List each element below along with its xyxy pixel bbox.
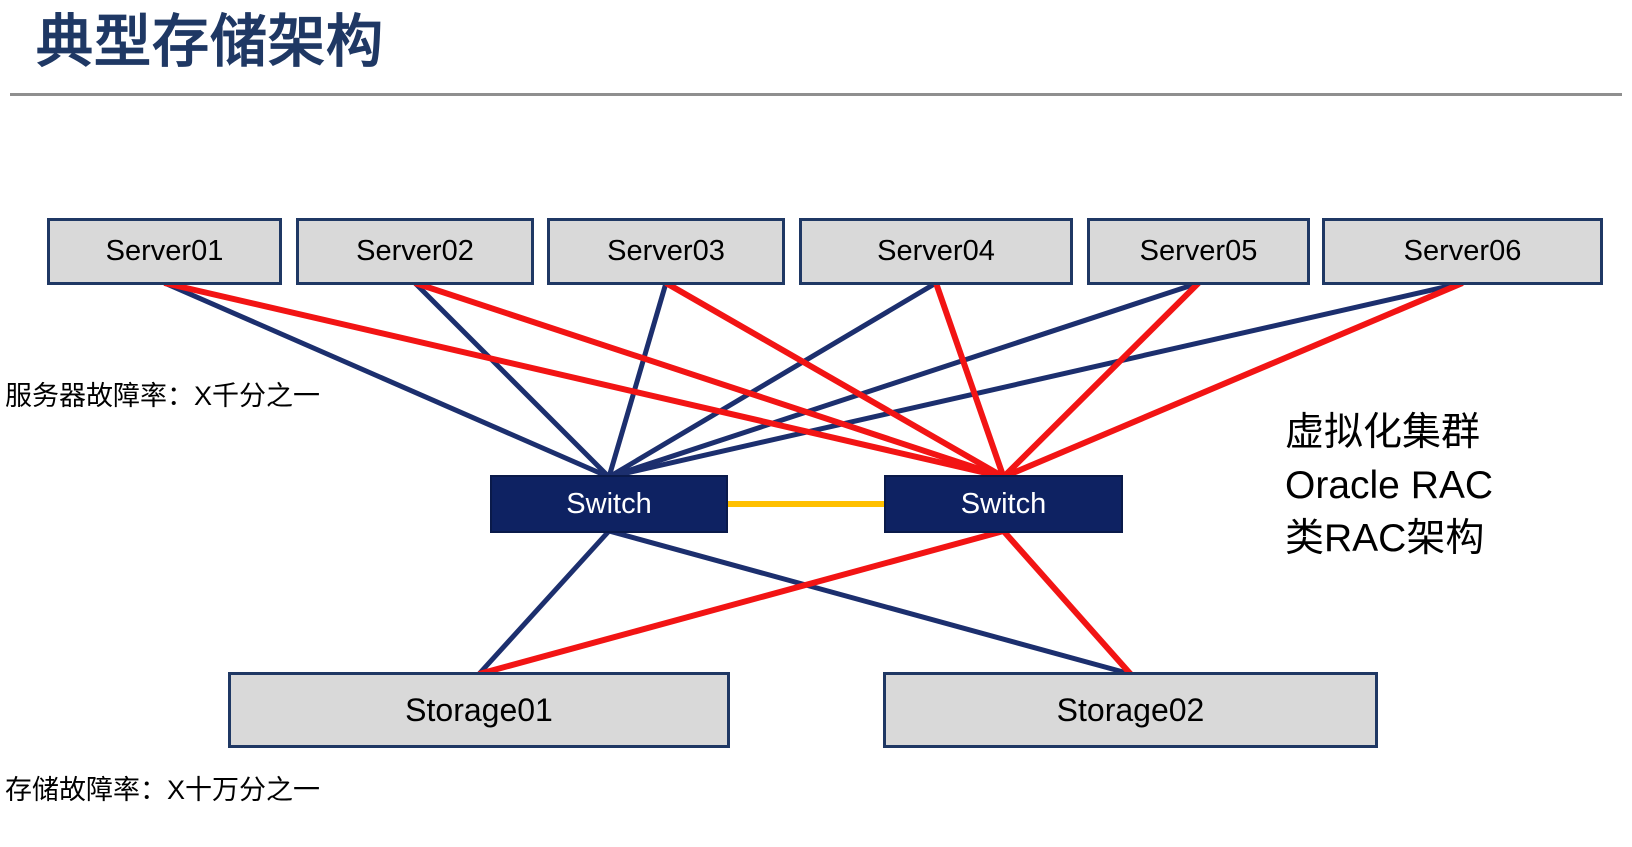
server02-label: Server02 (356, 235, 474, 267)
server02-node: Server02 (296, 218, 534, 285)
link-server01-switch2 (163, 280, 1005, 480)
link-switch1-storage02 (608, 528, 1132, 677)
server04-node: Server04 (799, 218, 1073, 285)
storage02-label: Storage02 (1056, 691, 1205, 728)
link-switch2-storage02 (1001, 529, 1133, 676)
storage02-node: Storage02 (883, 672, 1378, 748)
server05-node: Server05 (1087, 218, 1310, 285)
cluster-note: 虚拟化集群 Oracle RAC 类RAC架构 (1285, 406, 1493, 565)
link-server06-switch1 (608, 280, 1464, 480)
link-server02-switch2 (414, 280, 1005, 480)
link-switch2-storage01 (478, 528, 1005, 677)
storage01-label: Storage01 (405, 691, 553, 728)
link-server02-switch1 (413, 281, 611, 479)
link-server06-switch2 (1002, 280, 1464, 480)
link-server03-switch2 (664, 280, 1005, 480)
link-server04-switch2 (933, 282, 1007, 478)
title-divider (10, 93, 1622, 96)
switch1-label: Switch (566, 487, 652, 520)
page-title: 典型存储架构 (36, 10, 384, 74)
link-server05-switch2 (1001, 280, 1201, 480)
server04-label: Server04 (877, 235, 995, 267)
cluster-note-line-1: 虚拟化集群 (1285, 411, 1481, 454)
server03-node: Server03 (547, 218, 785, 285)
link-server01-switch1 (163, 280, 611, 480)
switch2-label: Switch (960, 487, 1047, 520)
server01-node: Server01 (47, 218, 282, 285)
server06-label: Server06 (1403, 235, 1522, 267)
server01-label: Server01 (105, 235, 224, 267)
switch2-node: Switch (884, 475, 1123, 533)
cluster-note-line-2: Oracle RAC (1285, 464, 1494, 507)
link-server05-switch1 (608, 280, 1200, 480)
link-server04-switch1 (607, 280, 938, 480)
server03-label: Server03 (607, 235, 725, 267)
storage01-node: Storage01 (228, 672, 730, 748)
link-switch1-storage01 (477, 529, 611, 676)
switch1-node: Switch (490, 475, 728, 533)
server-fault-rate-label: 服务器故障率：X千分之一 (5, 381, 321, 411)
server06-node: Server06 (1322, 218, 1603, 285)
cluster-note-line-3: 类RAC架构 (1285, 517, 1485, 560)
server05-label: Server05 (1139, 235, 1258, 267)
link-server03-switch1 (606, 282, 669, 478)
storage-fault-rate-label: 存储故障率：X十万分之一 (5, 775, 321, 805)
